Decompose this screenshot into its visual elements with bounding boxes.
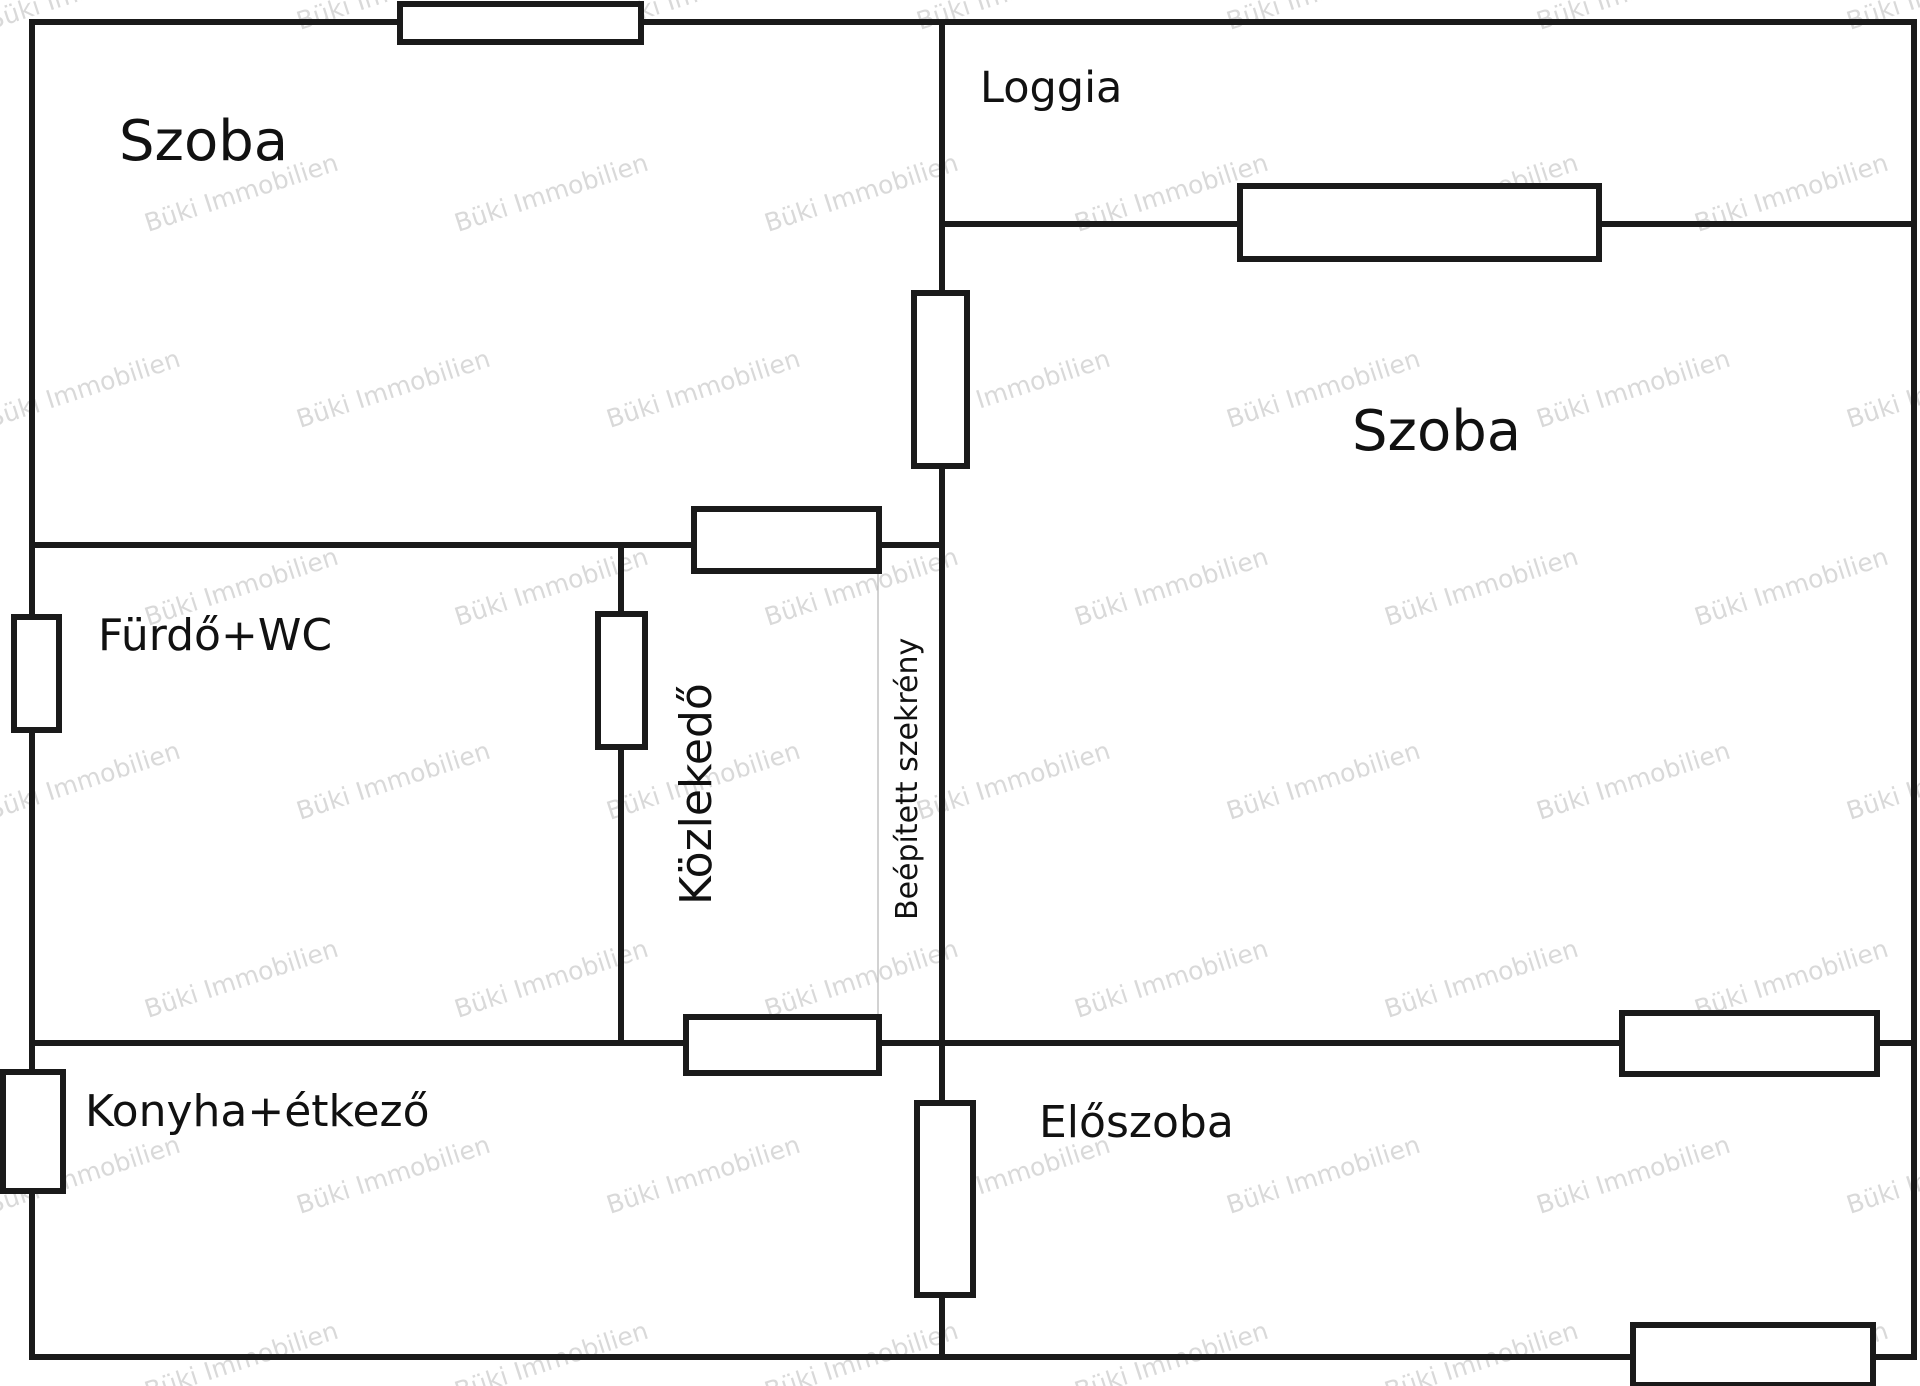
window-szoba-top: [397, 1, 644, 45]
watermark-text: Büki Immobilien: [761, 934, 962, 1024]
room-labels: Szoba Loggia Szoba Fürdő+WC Közlekedő Be…: [85, 63, 1521, 1148]
watermark-text: Büki Immobilien: [1533, 736, 1734, 826]
watermark-text: Büki Immobilien: [141, 934, 342, 1024]
window-bathroom: [11, 614, 62, 733]
watermark-text: Büki Immobilien: [451, 148, 652, 238]
watermark-text: Büki Immobilien: [1691, 542, 1892, 632]
room-label-kozlekedo: Közlekedő: [671, 683, 722, 905]
watermark-text: Büki Immobilien: [0, 344, 184, 434]
watermark-text: Büki Immobilien: [293, 344, 494, 434]
door-bathroom: [595, 611, 648, 750]
watermark-text: Büki Immobilien: [1533, 1130, 1734, 1220]
watermark-text: Büki Immobilien: [1843, 0, 1920, 36]
watermark-text: Büki Immobilien: [1071, 542, 1272, 632]
window-kitchen: [0, 1069, 66, 1194]
room-label-eloszoba: Előszoba: [1039, 1097, 1234, 1148]
watermark-text: Büki Immobilien: [1223, 0, 1424, 36]
window-loggia: [1237, 183, 1602, 262]
watermark-text: Büki Immobilien: [0, 736, 184, 826]
watermark-text: Büki Immobilien: [451, 1316, 652, 1386]
door-entrance: [1630, 1322, 1876, 1386]
watermark-text: Büki Immobilien: [761, 148, 962, 238]
watermark-text: Büki Immobilien: [0, 0, 184, 36]
watermark-text: Büki Immobilien: [293, 1130, 494, 1220]
watermark-text: Büki Immobilien: [1071, 1316, 1272, 1386]
watermark-text: Büki Immobilien: [1223, 736, 1424, 826]
room-label-loggia: Loggia: [980, 63, 1122, 113]
door-kitchen-hall: [683, 1014, 882, 1076]
door-szoba-eloszoba: [1619, 1010, 1880, 1077]
watermark-text: Büki Immobilien: [603, 1130, 804, 1220]
door-eloszoba-kitchen: [914, 1100, 976, 1298]
watermark-text: Büki Immobilien: [141, 1316, 342, 1386]
watermark-text: Büki Immobilien: [293, 736, 494, 826]
watermark-text: Büki Immobilien: [1843, 1130, 1920, 1220]
watermark-text: Büki Immobilien: [1533, 0, 1734, 36]
openings: [0, 1, 1880, 1386]
watermark-text: Büki Immobilien: [1223, 1130, 1424, 1220]
door-szoba-szoba: [911, 290, 970, 469]
watermark-text: Büki Immobilien: [1843, 344, 1920, 434]
watermark-text: Büki Immobilien: [603, 344, 804, 434]
room-label-szoba-2: Szoba: [1352, 399, 1521, 464]
room-label-furdo-wc: Fürdő+WC: [98, 610, 332, 661]
watermark-text: Büki Immobilien: [761, 1316, 962, 1386]
watermark-text: Büki Immobilien: [1843, 736, 1920, 826]
watermark-text: Büki Immobilien: [1533, 344, 1734, 434]
room-label-konyha-etkezo: Konyha+étkező: [85, 1086, 430, 1137]
watermark-text: Büki Immobilien: [1381, 1316, 1582, 1386]
room-label-szoba-1: Szoba: [119, 109, 288, 174]
watermark-text: Büki Immobilien: [1071, 934, 1272, 1024]
room-label-beepitett-szekreny: Beépített szekrény: [890, 638, 925, 920]
watermark-text: Büki Immobilien: [1381, 934, 1582, 1024]
watermark-text: Büki Immobilien: [1381, 542, 1582, 632]
door-szoba-hall: [691, 506, 882, 574]
